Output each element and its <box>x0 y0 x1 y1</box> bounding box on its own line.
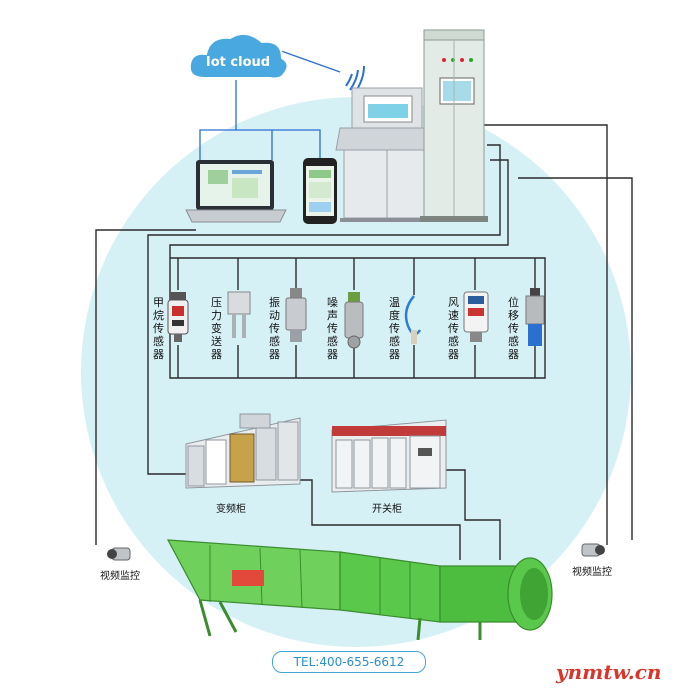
sensor-label-temperature: 温度传感器 <box>389 296 400 361</box>
inverter-cabinet-label: 变频柜 <box>216 504 246 515</box>
camera-right-label: 视频监控 <box>572 567 612 578</box>
sensor-label-noise: 噪声传感器 <box>327 296 338 361</box>
sensor-label-vibration: 振动传感器 <box>269 296 280 361</box>
laptop-icon <box>185 160 287 223</box>
fan-nameplate <box>232 570 264 586</box>
switch-cabinet <box>331 419 447 493</box>
sensor-label-pressure: 压力变送器 <box>211 296 222 361</box>
phone-icon <box>303 158 337 224</box>
sensor-label-methane: 甲烷传感器 <box>153 296 164 361</box>
sensor-wind-speed <box>463 291 489 342</box>
cloud-label: Iot cloud <box>205 55 271 70</box>
sensor-noise <box>344 292 364 349</box>
sensor-vibration <box>285 288 307 342</box>
cloud-icon <box>188 32 289 80</box>
sensor-methane <box>167 292 189 342</box>
sensor-label-displacement: 位移传感器 <box>508 296 519 361</box>
telephone-badge: TEL:400-655-6612 <box>272 651 426 673</box>
watermark: ynmtw.cn <box>556 660 662 684</box>
camera-right-icon <box>581 543 605 557</box>
sensor-label-wind-speed: 风速传感器 <box>448 296 459 361</box>
control-console <box>335 87 437 222</box>
sensor-displacement <box>525 288 545 346</box>
inverter-cabinet <box>185 413 301 489</box>
camera-left-label: 视频监控 <box>100 571 140 582</box>
switch-cabinet-label: 开关柜 <box>372 504 402 515</box>
sensor-temperature <box>404 295 422 344</box>
sensor-pressure <box>227 291 251 338</box>
camera-left-icon <box>107 547 131 561</box>
mine-fan <box>166 539 553 641</box>
wiring <box>95 46 633 560</box>
control-cabinet <box>420 29 488 222</box>
